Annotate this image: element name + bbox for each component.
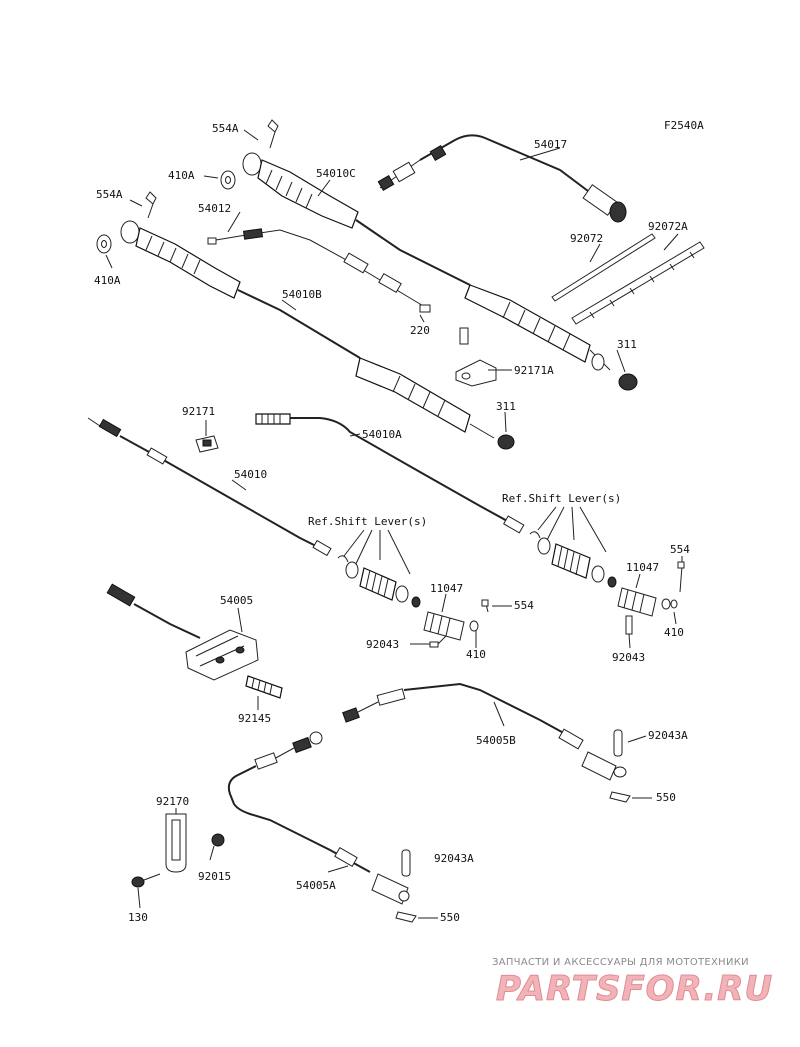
label-54010A: 54010A: [362, 428, 402, 441]
tie-92072A: [571, 241, 705, 325]
label-92145: 92145: [238, 712, 271, 725]
label-54010B: 54010B: [282, 288, 322, 301]
label-554A-left: 554A: [96, 188, 123, 201]
pin-92043-mid: [429, 635, 447, 648]
cable-54012: [207, 228, 431, 313]
tie-92072: [551, 233, 656, 302]
label-92072: 92072: [570, 232, 603, 245]
label-92171: 92171: [182, 405, 215, 418]
label-220: 220: [410, 324, 430, 337]
clamp-92171: [195, 435, 219, 453]
joint-11047-mid: [423, 611, 479, 641]
label-410A-left: 410A: [94, 274, 121, 287]
watermark-brand: PARTSFOR.RU: [496, 969, 773, 1009]
label-554-right: 554: [670, 543, 690, 556]
label-311-top: 311: [617, 338, 637, 351]
bolt-130: [131, 873, 161, 888]
cable-54010C: [242, 152, 611, 371]
label-92171A: 92171A: [514, 364, 554, 377]
cable-54005B: [342, 682, 627, 781]
cable-54017: [377, 134, 627, 223]
nut-311-mid: [497, 434, 515, 450]
spring-set-right: [529, 531, 617, 588]
label-410-right: 410: [664, 626, 684, 639]
washer-410A-left: [96, 234, 112, 254]
label-54012: 54012: [198, 202, 231, 215]
spring-92145: [245, 675, 283, 699]
label-92015: 92015: [198, 870, 231, 883]
bracket-92170: [165, 813, 187, 873]
washer-410-right: [670, 599, 678, 609]
joint-11047-right: [617, 587, 671, 617]
clamp-92171A: [455, 327, 497, 387]
ref-shift-lever-left: Ref.Shift Lever(s): [308, 515, 427, 528]
cotter-pin-554-right: [677, 561, 685, 593]
cable-54010: [87, 417, 332, 557]
nut-311-top: [618, 373, 638, 391]
label-410-mid: 410: [466, 648, 486, 661]
label-54017: 54017: [534, 138, 567, 151]
clip-550-top: [609, 791, 631, 803]
pin-92043A-bottom: [401, 849, 411, 877]
label-410A-top: 410A: [168, 169, 195, 182]
cotter-pin-554A-left: [145, 191, 157, 219]
clip-550-bottom: [395, 911, 417, 923]
spring-set-left: [337, 555, 421, 608]
watermark-tagline: ЗАПЧАСТИ И АКСЕССУАРЫ ДЛЯ МОТОТЕХНИКИ: [492, 957, 749, 968]
cotter-pin-554-mid: [481, 599, 489, 613]
cable-54005A: [227, 731, 410, 905]
label-92072A: 92072A: [648, 220, 688, 233]
nut-92015: [211, 833, 225, 847]
label-54010: 54010: [234, 468, 267, 481]
pin-92043-right: [625, 615, 633, 635]
ref-shift-lever-right: Ref.Shift Lever(s): [502, 492, 621, 505]
label-54010C: 54010C: [316, 167, 356, 180]
washer-410A-top: [220, 170, 236, 190]
label-554-mid: 554: [514, 599, 534, 612]
label-92043A-bottom: 92043A: [434, 852, 474, 865]
label-550-bottom: 550: [440, 911, 460, 924]
cable-54005: [106, 583, 259, 681]
pin-92043A-top: [613, 729, 623, 757]
cotter-pin-554A-top: [267, 119, 279, 149]
label-92043A-top: 92043A: [648, 729, 688, 742]
label-11047-right: 11047: [626, 561, 659, 574]
label-54005: 54005: [220, 594, 253, 607]
label-311-mid: 311: [496, 400, 516, 413]
label-92043-right: 92043: [612, 651, 645, 664]
cable-54010B: [120, 220, 495, 439]
label-92170: 92170: [156, 795, 189, 808]
cable-54010A: [255, 413, 525, 534]
label-54005A: 54005A: [296, 879, 336, 892]
label-92043-mid: 92043: [366, 638, 399, 651]
figure-code: F2540A: [664, 119, 704, 132]
label-130: 130: [128, 911, 148, 924]
label-554A-top: 554A: [212, 122, 239, 135]
label-54005B: 54005B: [476, 734, 516, 747]
label-11047-mid: 11047: [430, 582, 463, 595]
label-550-top: 550: [656, 791, 676, 804]
